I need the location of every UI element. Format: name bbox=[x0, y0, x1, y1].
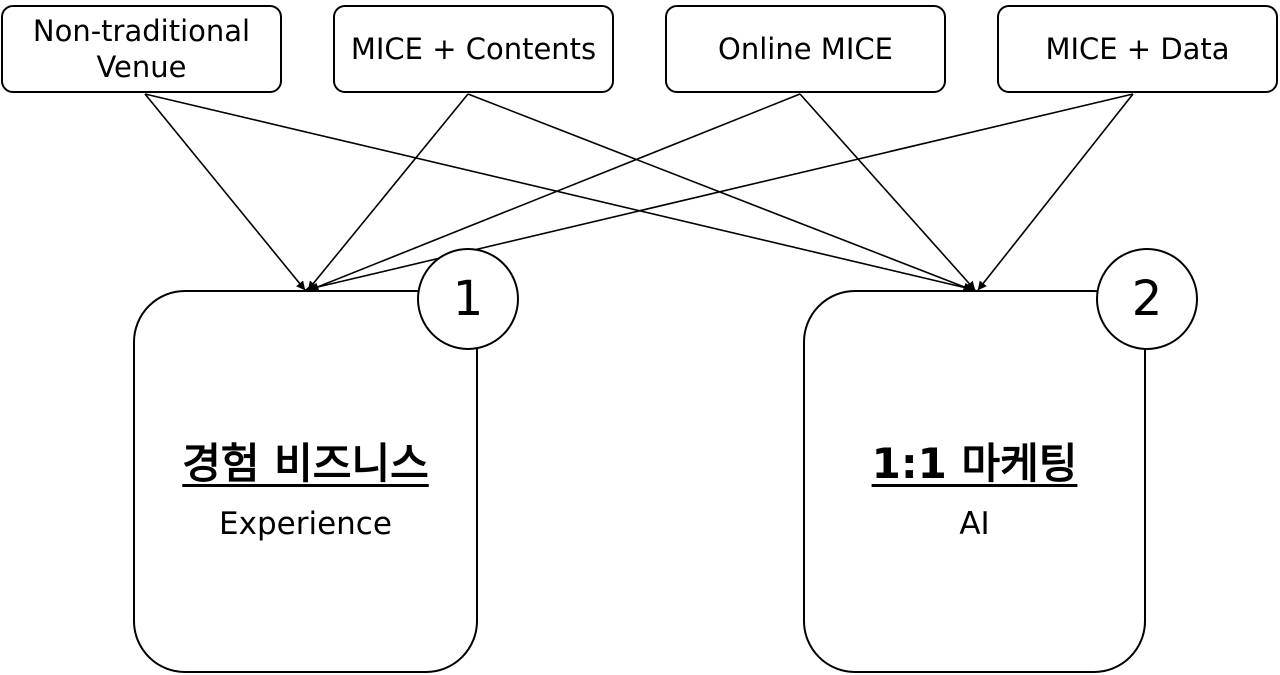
target-title: 1:1 마케팅 bbox=[871, 439, 1078, 488]
number-badge-1: 1 bbox=[417, 248, 519, 350]
source-box-online-mice: Online MICE bbox=[665, 5, 946, 93]
arrow-online-to-experience bbox=[309, 93, 801, 292]
source-box-mice-data: MICE + Data bbox=[997, 5, 1278, 93]
arrow-data-to-experience bbox=[304, 93, 1134, 293]
target-subtitle: AI bbox=[959, 506, 990, 542]
source-box-non-traditional-venue: Non-traditional Venue bbox=[1, 5, 282, 93]
source-label: MICE + Data bbox=[1045, 32, 1230, 66]
source-box-mice-contents: MICE + Contents bbox=[333, 5, 614, 93]
target-subtitle: Experience bbox=[219, 506, 392, 542]
target-box-one-to-one-marketing: 1:1 마케팅 AI bbox=[803, 290, 1146, 673]
arrow-venue-to-experience bbox=[144, 93, 306, 291]
target-box-experience-business: 경험 비즈니스 Experience bbox=[133, 290, 478, 673]
source-label: MICE + Contents bbox=[350, 32, 597, 66]
arrow-contents-to-experience bbox=[307, 93, 469, 291]
source-label: Online MICE bbox=[718, 32, 893, 66]
number-badge-2: 2 bbox=[1096, 248, 1198, 350]
source-label: Non-traditional Venue bbox=[32, 14, 251, 84]
target-title: 경험 비즈니스 bbox=[182, 439, 429, 488]
arrow-data-to-ai bbox=[977, 93, 1134, 291]
arrow-online-to-ai bbox=[799, 93, 976, 291]
arrow-venue-to-ai bbox=[144, 93, 976, 293]
